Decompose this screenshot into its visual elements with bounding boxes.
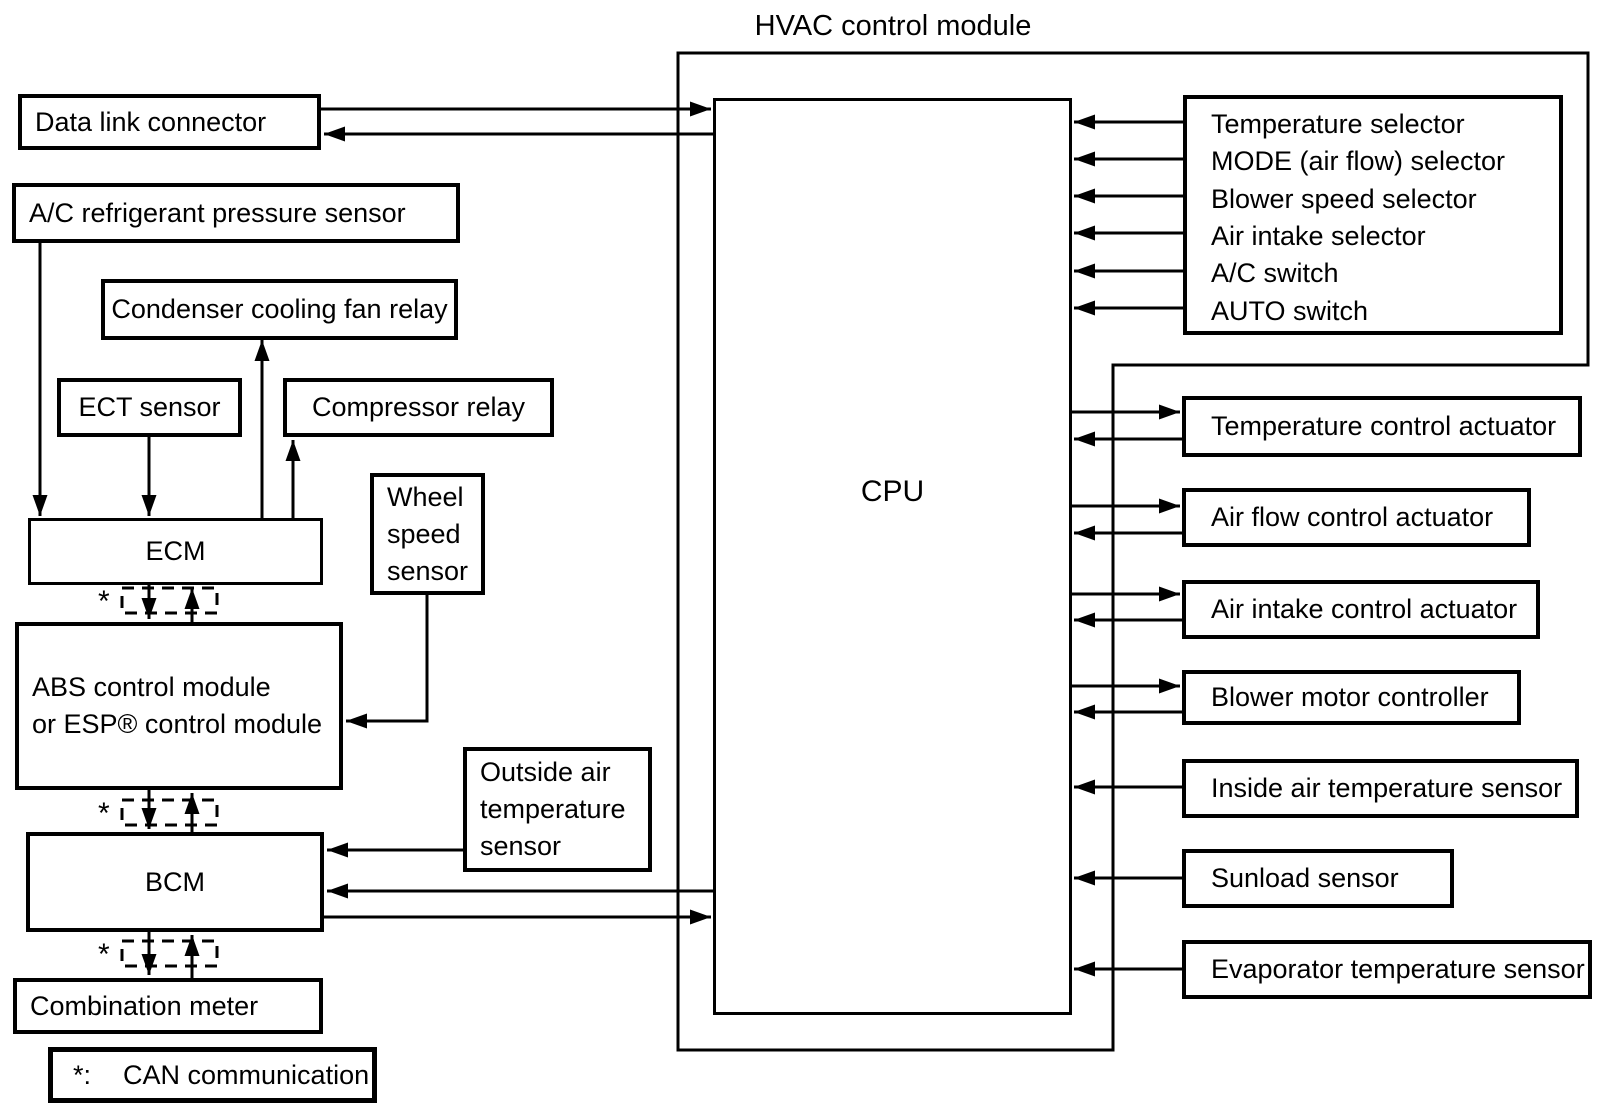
abs-control-module-box: ABS control module or ESP® control modul…: [15, 622, 343, 790]
diagram-title: HVAC control module: [754, 10, 1032, 42]
legend-asterisk: *:: [73, 1059, 92, 1090]
data-link-connector-box: Data link connector: [18, 94, 321, 150]
compressor-relay-label: Compressor relay: [311, 392, 526, 422]
ac-refrigerant-pressure-sensor-label: A/C refrigerant pressure sensor: [29, 197, 406, 228]
temperature-control-actuator-box: Temperature control actuator: [1182, 396, 1582, 457]
auto-switch-label: AUTO switch: [1211, 295, 1369, 326]
control-panel-inputs-box: Temperature selector MODE (air flow) sel…: [1183, 95, 1563, 335]
can-asterisk-bcm-meter: *: [98, 938, 110, 971]
outside-air-temperature-sensor-label: Outside air temperature sensor: [480, 757, 626, 861]
blower-speed-selector-label: Blower speed selector: [1211, 183, 1477, 214]
data-link-connector-label: Data link connector: [35, 106, 267, 137]
selector-row-blower-speed: Blower speed selector: [1211, 181, 1559, 218]
selector-row-ac-switch: A/C switch: [1211, 255, 1559, 292]
can-asterisk-abs-bcm: *: [98, 797, 110, 830]
temperature-selector-label: Temperature selector: [1211, 109, 1465, 140]
legend-label: CAN communication: [123, 1059, 370, 1090]
ecm-label: ECM: [145, 536, 206, 566]
air-flow-control-actuator-box: Air flow control actuator: [1182, 488, 1531, 547]
compressor-relay-box: Compressor relay: [283, 378, 554, 437]
wheel-speed-to-abs-arrow: [346, 595, 429, 729]
cpu-box: CPU: [713, 98, 1072, 1015]
selector-row-air-intake: Air intake selector: [1211, 218, 1559, 255]
can-asterisk-ecm-abs: *: [98, 585, 110, 618]
air-intake-selector-label: Air intake selector: [1211, 221, 1426, 252]
sunload-sensor-label: Sunload sensor: [1211, 863, 1399, 893]
can-communication-legend: *: CAN communication: [48, 1047, 377, 1103]
outside-air-temperature-sensor-box: Outside air temperature sensor: [463, 747, 652, 872]
can-link-ecm-abs: [120, 585, 219, 622]
inside-air-temperature-sensor-label: Inside air temperature sensor: [1211, 773, 1563, 803]
sunload-sensor-box: Sunload sensor: [1182, 849, 1454, 908]
bcm-label: BCM: [145, 866, 205, 897]
wheel-speed-sensor-label: Wheel speed sensor: [386, 481, 469, 586]
can-link-abs-bcm: [120, 790, 219, 832]
ac-refrigerant-pressure-sensor-box: A/C refrigerant pressure sensor: [12, 183, 460, 243]
combination-meter-box: Combination meter: [13, 978, 323, 1034]
blower-motor-controller-label: Blower motor controller: [1211, 682, 1489, 712]
air-intake-control-actuator-label: Air intake control actuator: [1211, 594, 1518, 624]
combination-meter-label: Combination meter: [30, 990, 259, 1021]
evaporator-temperature-sensor-label: Evaporator temperature sensor: [1211, 954, 1585, 984]
abs-control-module-label: ABS control module or ESP® control modul…: [32, 672, 323, 739]
mode-selector-label: MODE (air flow) selector: [1211, 146, 1506, 177]
selector-row-mode: MODE (air flow) selector: [1211, 143, 1559, 180]
air-flow-control-actuator-label: Air flow control actuator: [1211, 502, 1494, 532]
inside-air-temperature-sensor-box: Inside air temperature sensor: [1182, 759, 1579, 818]
cpu-label: CPU: [860, 474, 925, 508]
air-intake-control-actuator-box: Air intake control actuator: [1182, 580, 1540, 639]
condenser-cooling-fan-relay-box: Condenser cooling fan relay: [101, 279, 458, 340]
ect-sensor-label: ECT sensor: [78, 392, 221, 422]
ect-sensor-box: ECT sensor: [57, 378, 242, 437]
bcm-box: BCM: [26, 832, 324, 932]
can-link-bcm-combination-meter: [120, 932, 219, 978]
blower-motor-controller-box: Blower motor controller: [1182, 670, 1521, 725]
ac-switch-label: A/C switch: [1211, 258, 1339, 289]
selector-row-auto-switch: AUTO switch: [1211, 292, 1559, 329]
evaporator-temperature-sensor-box: Evaporator temperature sensor: [1182, 940, 1592, 999]
selector-row-temperature: Temperature selector: [1211, 106, 1559, 143]
wheel-speed-sensor-box: Wheel speed sensor: [370, 473, 485, 595]
temperature-control-actuator-label: Temperature control actuator: [1211, 411, 1557, 441]
hvac-module-boundary: [676, 51, 1590, 1052]
condenser-cooling-fan-relay-label: Condenser cooling fan relay: [111, 294, 448, 324]
ecm-box: ECM: [28, 518, 323, 585]
